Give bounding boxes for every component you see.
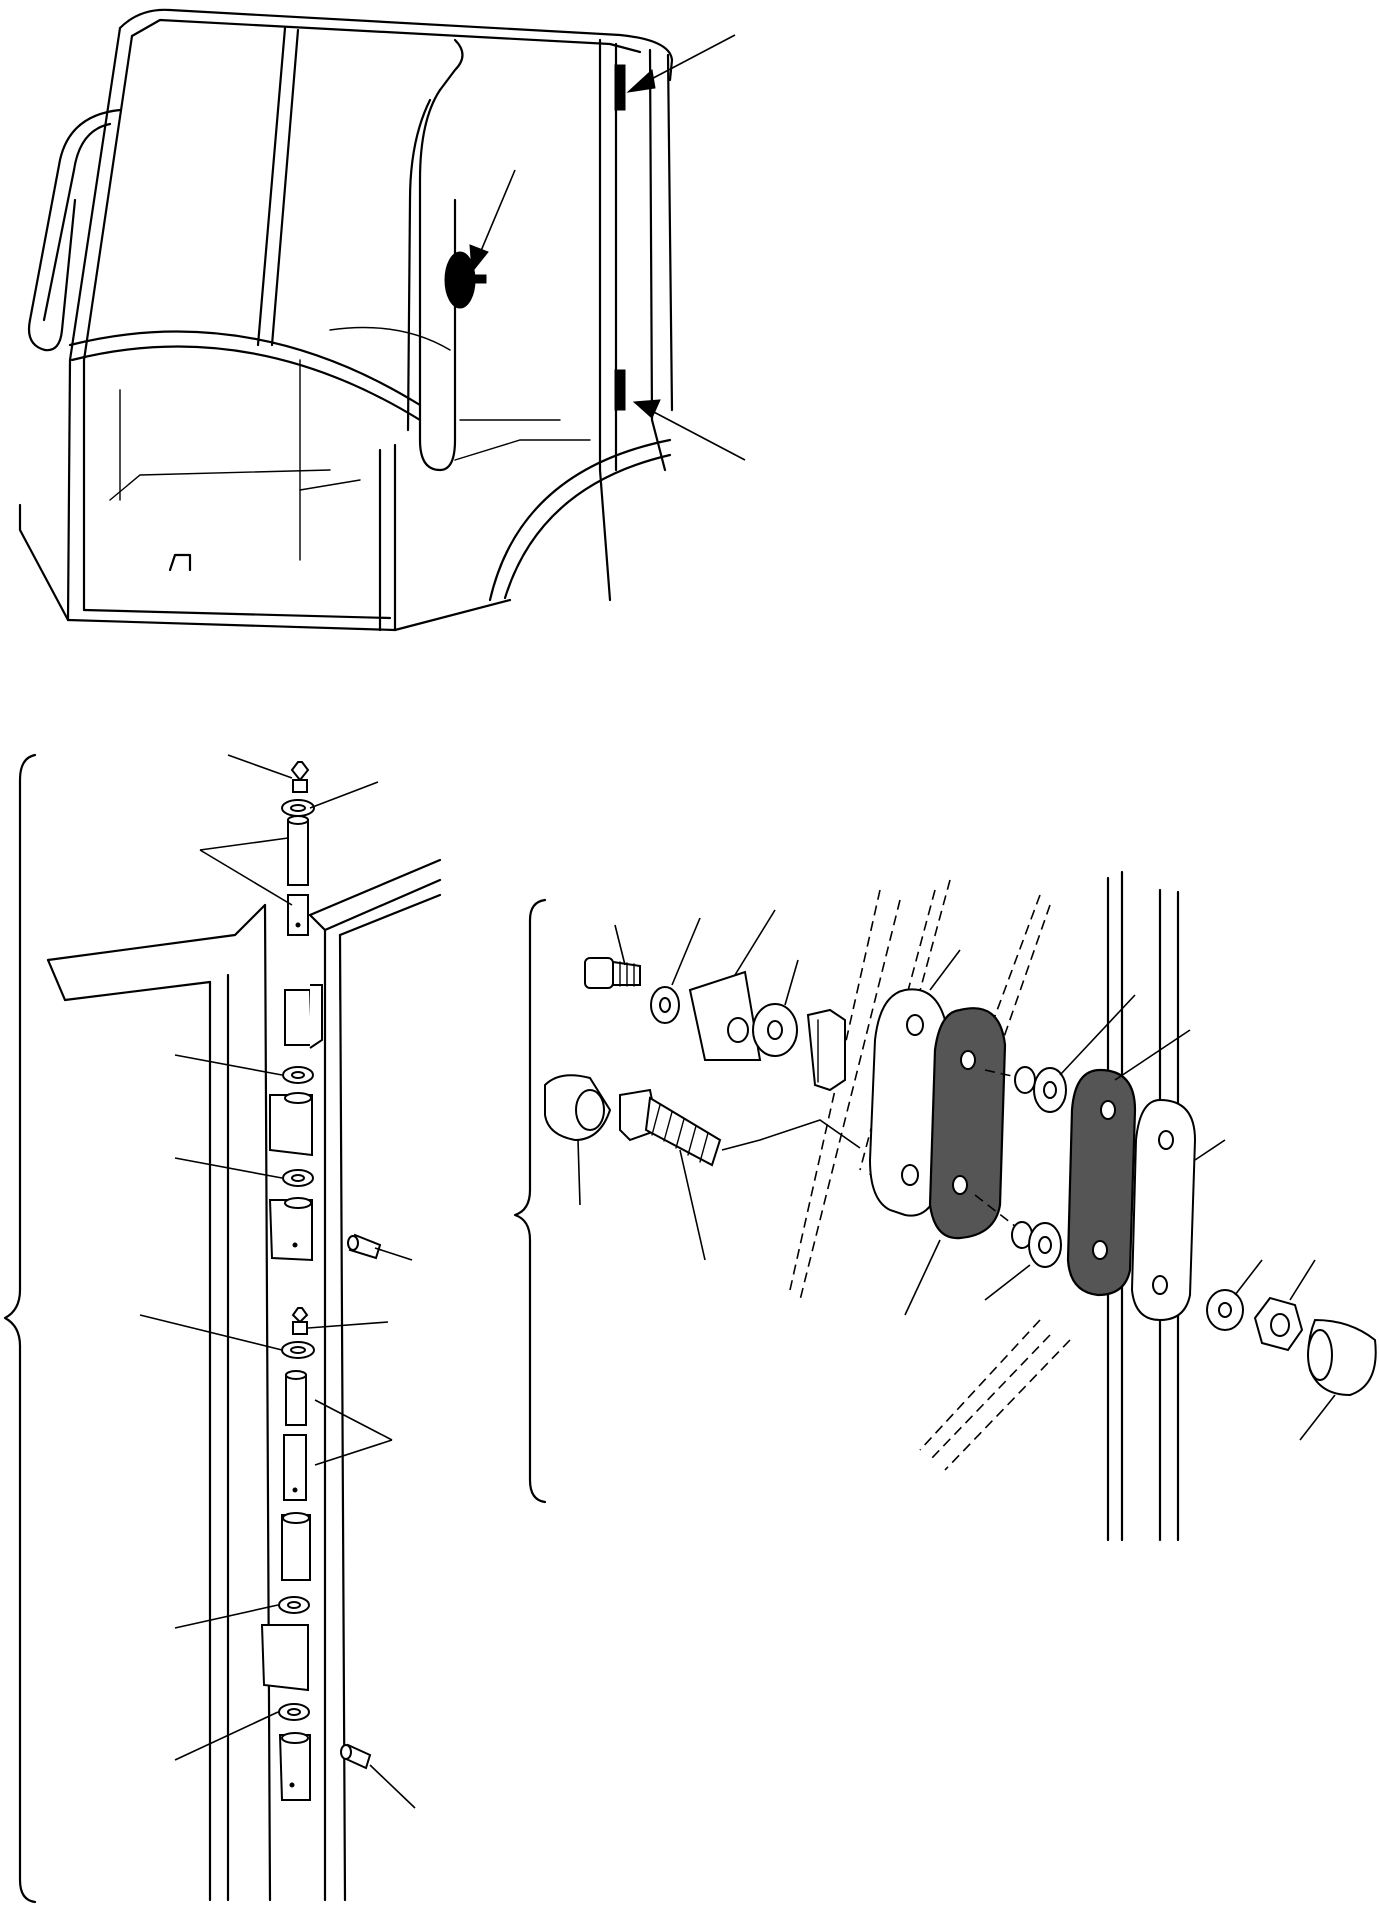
arrow-lower-hinge [632,399,746,461]
hinge-assembly [3,753,442,1904]
door-stop-assembly [513,870,1377,1542]
arrow-upper-hinge [626,34,736,93]
cab-overview [18,8,746,632]
arrow-door-stop [469,169,516,274]
